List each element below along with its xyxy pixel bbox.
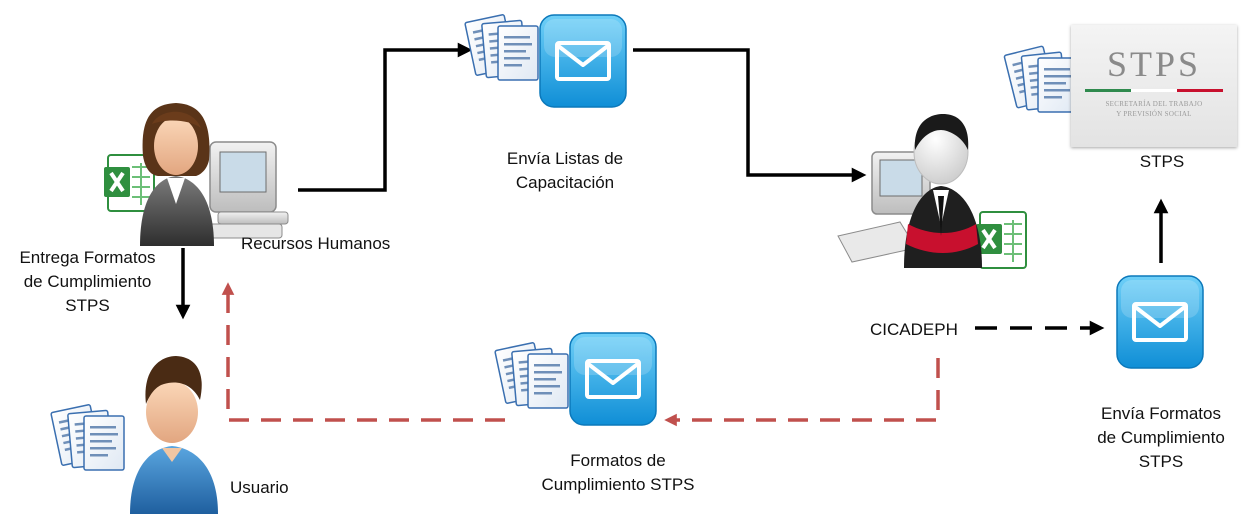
arrow-cicadeph-to-formatos	[664, 358, 940, 427]
flow-arrows	[175, 42, 1169, 427]
document-icon	[497, 25, 539, 81]
envelope-icon	[568, 331, 658, 427]
arrow-rh-to-listas	[298, 42, 473, 192]
stps-logo-brand: STPS	[1106, 44, 1202, 84]
stps-logo: STPS SECRETARÍA DEL TRABAJO Y PREVISIÓN …	[1071, 25, 1237, 147]
label-formatos-cumplimiento: Formatos de Cumplimiento STPS	[541, 451, 695, 494]
envia-listas-node	[464, 13, 628, 109]
label-envia-formatos: Envía Formatos de Cumplimiento STPS	[1097, 404, 1225, 471]
manager-avatar-icon	[904, 114, 982, 268]
stps-logo-subtitle: SECRETARÍA DEL TRABAJO Y PREVISIÓN SOCIA…	[1105, 100, 1203, 118]
computer-icon	[837, 151, 931, 263]
usuario-node	[50, 356, 218, 514]
arrow-formatos-to-rh	[221, 282, 505, 422]
woman-avatar-icon	[140, 103, 214, 246]
label-entrega-formatos: Entrega Formatos de Cumplimiento STPS	[19, 248, 156, 315]
envelope-icon	[538, 13, 628, 109]
document-icon	[83, 415, 125, 471]
excel-icon	[974, 210, 1028, 270]
formatos-node	[494, 331, 658, 427]
envelope-icon	[1115, 274, 1205, 370]
user-avatar-icon	[130, 356, 218, 514]
label-usuario: Usuario	[230, 478, 289, 497]
stps-documents	[1003, 45, 1079, 113]
cicadeph-node	[837, 114, 1028, 270]
label-envia-listas: Envía Listas de Capacitación	[506, 149, 624, 192]
stps-logo-stripe	[1085, 89, 1223, 92]
label-recursos-humanos: Recursos Humanos	[241, 234, 391, 253]
label-stps: STPS	[1139, 152, 1185, 171]
label-cicadeph: CICADEPH	[870, 320, 958, 339]
arrow-listas-to-cicadeph	[633, 48, 867, 183]
document-icon	[527, 353, 569, 409]
recursos-humanos-node	[102, 103, 289, 246]
